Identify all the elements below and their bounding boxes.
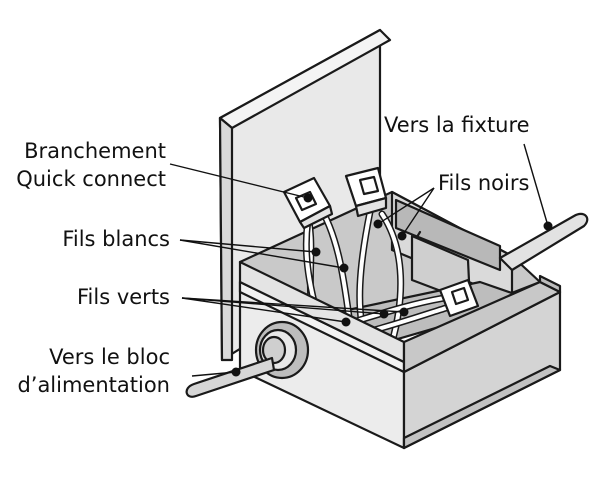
power-cable: [185, 356, 276, 398]
fixture-conduit: [498, 212, 589, 272]
label-power-line1: Vers le bloc: [49, 345, 170, 369]
label-black-wires: Fils noirs: [438, 171, 529, 195]
label-green-wires: Fils verts: [77, 285, 170, 309]
quick-connect-middle: [344, 166, 388, 218]
label-quick-connect-line2: Quick connect: [16, 167, 166, 191]
label-power-line2: d’alimentation: [17, 373, 170, 397]
leader-dots: [231, 193, 553, 377]
label-fixture: Vers la fixture: [384, 113, 530, 137]
quick-connect-right: [438, 278, 480, 318]
leader-lines: [169, 143, 549, 377]
label-quick-connect-line1: Branchement: [24, 139, 166, 163]
label-white-wires: Fils blancs: [62, 227, 170, 251]
